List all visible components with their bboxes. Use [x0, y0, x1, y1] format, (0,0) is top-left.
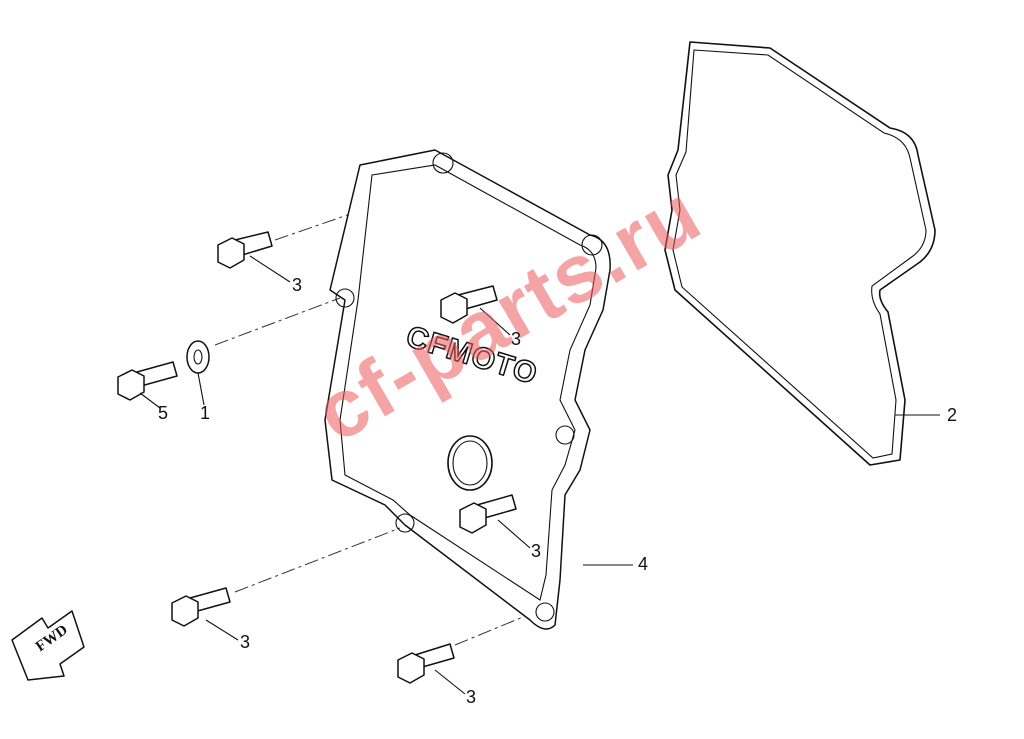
callout-bolt-small: 5 — [158, 403, 169, 423]
callout-bolt-top-left: 3 — [292, 275, 303, 295]
gasket-outline — [664, 41, 936, 466]
bolt-top-left — [217, 231, 273, 269]
callout-gasket: 2 — [947, 405, 958, 425]
callout-bolt-bottom: 3 — [466, 687, 477, 707]
bolt-top-center — [440, 285, 498, 324]
callout-bolt-center: 3 — [531, 541, 542, 561]
fwd-arrow-icon — [11, 610, 85, 681]
bolt-bottom — [397, 643, 455, 684]
callout-bolt-lower-left: 3 — [240, 632, 251, 652]
head-cover — [324, 149, 611, 630]
bolt-lower-left — [171, 587, 231, 627]
callout-leaders — [139, 255, 940, 695]
callout-washer: 1 — [200, 403, 211, 423]
washer — [186, 340, 210, 374]
bolt-center — [459, 494, 517, 534]
callout-cover: 4 — [638, 554, 649, 574]
bolt-small — [117, 361, 178, 401]
callout-bolt-top-center: 3 — [511, 329, 522, 349]
